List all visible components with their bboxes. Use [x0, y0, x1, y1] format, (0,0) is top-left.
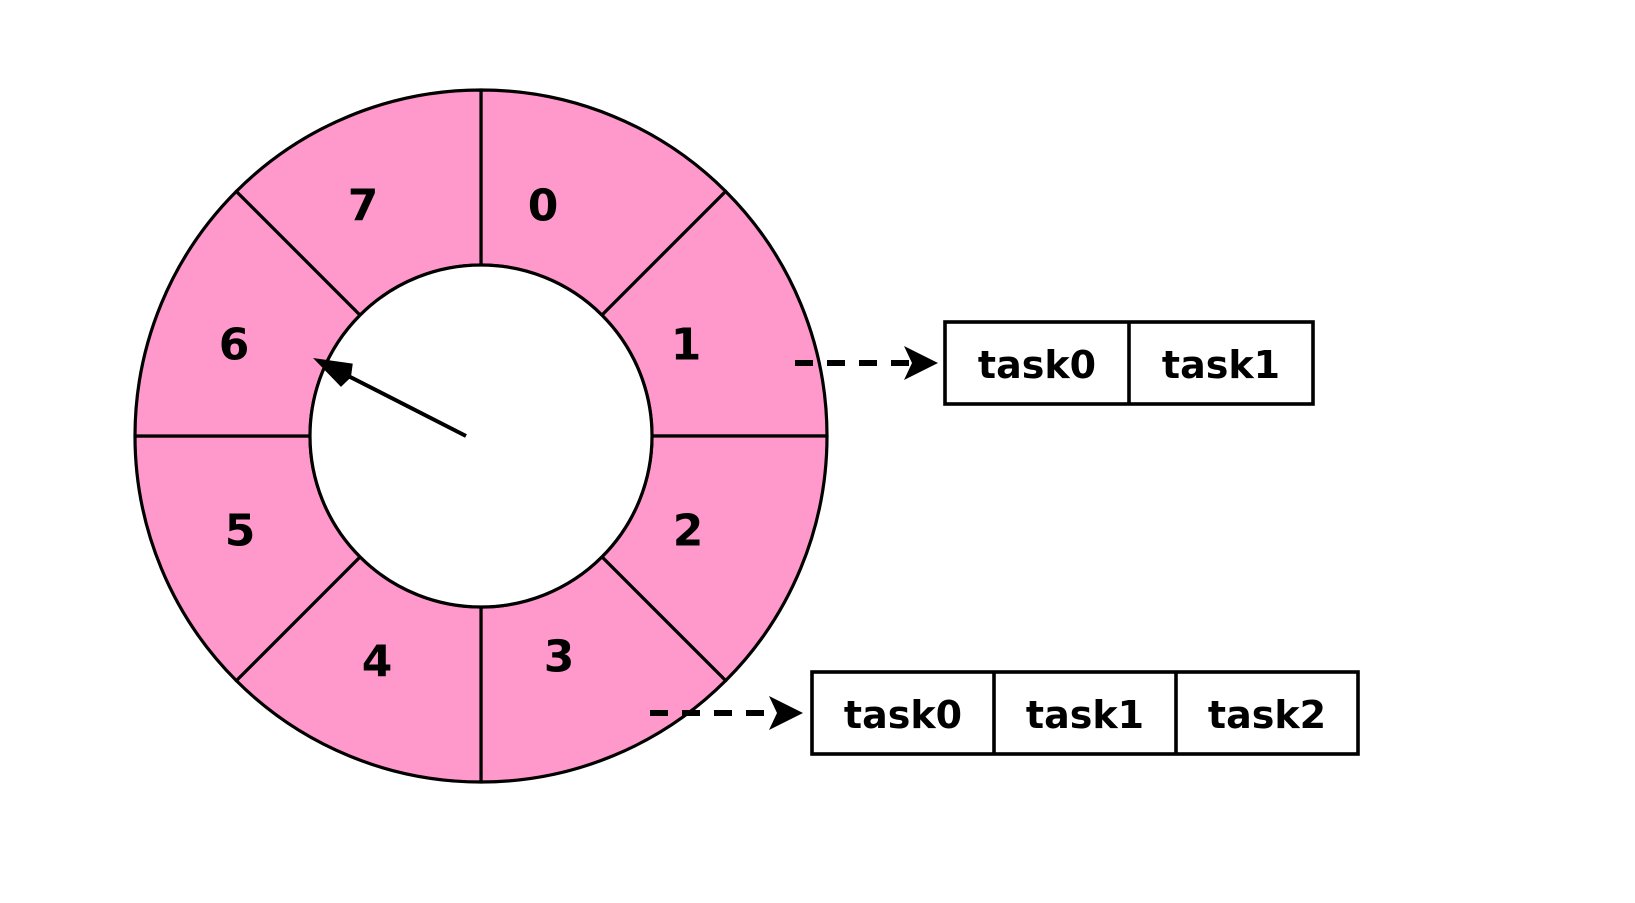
task-cell[interactable]: task1 [1162, 343, 1280, 387]
slot-label-2: 2 [673, 506, 704, 557]
task-list-slot-1: task0 task1 [795, 320, 1315, 406]
task-lists: task0 task1 task0 task1 task2 [650, 320, 1360, 756]
pointer-shaft [340, 370, 467, 438]
slot-label-4: 4 [362, 637, 393, 688]
slot-labels: 0 1 2 3 4 5 6 7 [219, 181, 704, 688]
slot-label-0: 0 [528, 181, 559, 232]
task-cell[interactable]: task0 [844, 693, 962, 737]
slot-label-5: 5 [225, 506, 256, 557]
wheel-hub [308, 263, 654, 609]
task-cell[interactable]: task2 [1208, 693, 1326, 737]
task-cell[interactable]: task1 [1026, 693, 1144, 737]
arrow-head-icon [904, 346, 938, 380]
slot-label-7: 7 [348, 181, 379, 232]
pointer-arrow-head-icon [313, 358, 353, 387]
wheel-ring [133, 88, 829, 784]
current-slot-pointer [313, 358, 467, 438]
slot-label-6: 6 [219, 320, 250, 371]
task-list-box [810, 670, 1360, 756]
slot-label-1: 1 [671, 320, 702, 371]
arrow-head-icon [769, 696, 803, 730]
slot-label-3: 3 [544, 632, 575, 683]
task-cell[interactable]: task0 [978, 343, 1096, 387]
task-list-slot-3: task0 task1 task2 [650, 670, 1360, 756]
